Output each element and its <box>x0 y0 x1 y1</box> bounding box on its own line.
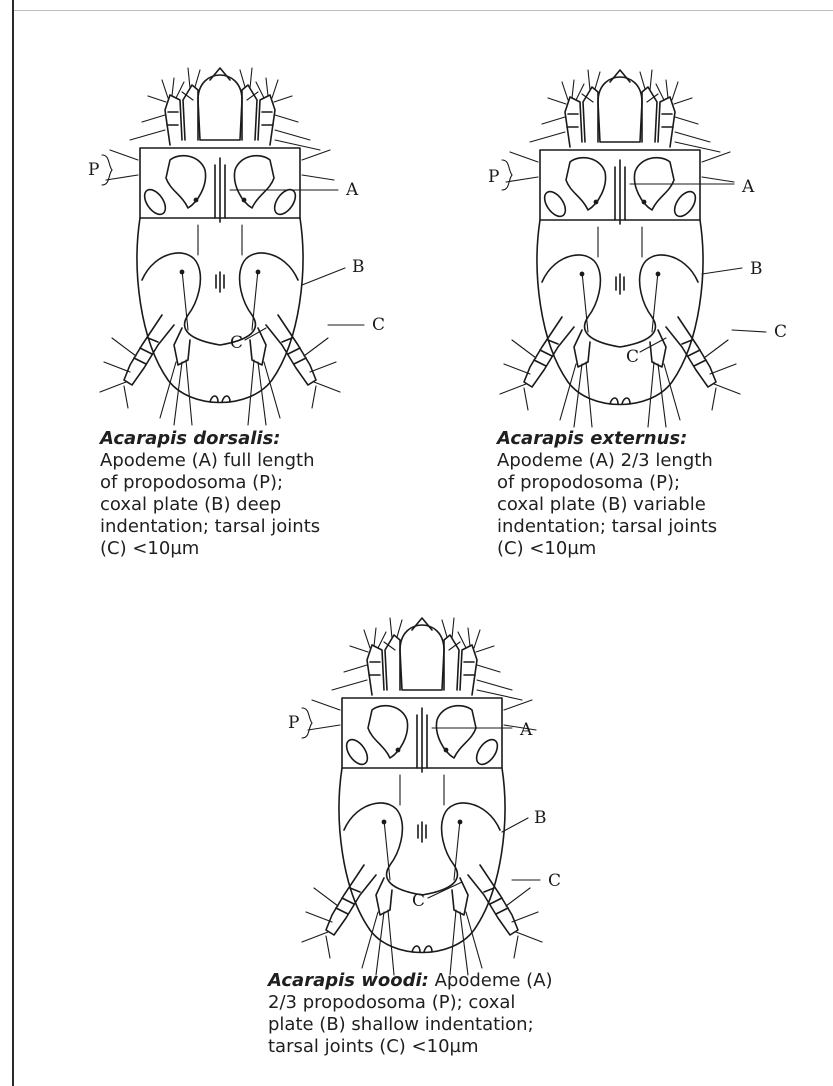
mite-diagram-externus: P A B C C <box>470 42 790 402</box>
mite-drawing: P A B C C <box>70 40 390 400</box>
callout-p-brace <box>502 160 512 190</box>
caption-line: indentation; tarsal joints <box>100 516 320 538</box>
callout-b-label: B <box>352 257 365 277</box>
callout-c-label: C <box>548 871 561 891</box>
callout-c-leader <box>732 330 766 332</box>
callout-c-label: C <box>774 322 787 342</box>
callout-p-label: P <box>88 160 99 180</box>
caption-dorsalis: Acarapis dorsalis: Apodeme (A) full leng… <box>100 428 320 560</box>
caption-first-line: Acarapis woodi: Apodeme (A) <box>268 970 553 992</box>
caption-line: 2/3 propodosoma (P); coxal <box>268 992 553 1014</box>
caption-line: of propodosoma (P); <box>497 472 717 494</box>
callout-p-label: P <box>288 713 299 733</box>
callout-c-inner-label: C <box>230 333 243 353</box>
callout-c-inner-label: C <box>412 891 425 911</box>
callout-b-leader <box>502 818 528 832</box>
callout-b-leader <box>702 268 742 274</box>
page-left-edge <box>12 0 14 1086</box>
species-name: Acarapis externus: <box>497 428 717 450</box>
caption-externus: Acarapis externus: Apodeme (A) 2/3 lengt… <box>497 428 717 560</box>
caption-woodi: Acarapis woodi: Apodeme (A) 2/3 propodos… <box>268 970 553 1058</box>
caption-line: tarsal joints (C) <10µm <box>268 1036 553 1058</box>
callout-b-leader <box>302 268 345 285</box>
caption-line: (C) <10µm <box>497 538 717 560</box>
caption-line: Apodeme (A) 2/3 length <box>497 450 717 472</box>
mite-body <box>500 70 740 427</box>
callout-p-brace <box>102 155 112 185</box>
page-top-edge <box>12 10 833 11</box>
caption-line: plate (B) shallow indentation; <box>268 1014 553 1036</box>
callout-b-label: B <box>534 808 547 828</box>
caption-line: (C) <10µm <box>100 538 320 560</box>
caption-line: Apodeme (A) <box>429 970 553 991</box>
callout-a-label: A <box>519 720 533 740</box>
callout-a-label: A <box>345 180 359 200</box>
mite-diagram-woodi: P A B C C <box>272 590 592 960</box>
mite-body <box>302 618 542 975</box>
species-name: Acarapis dorsalis: <box>100 428 320 450</box>
caption-line: indentation; tarsal joints <box>497 516 717 538</box>
callout-c-label: C <box>372 315 385 335</box>
callout-p-brace <box>302 708 312 738</box>
callout-c-inner-leader <box>428 882 462 898</box>
caption-line: coxal plate (B) deep <box>100 494 320 516</box>
callout-b-label: B <box>750 259 763 279</box>
mite-diagram-dorsalis: P A B C C <box>70 40 390 400</box>
mite-drawing: P A B C C <box>470 42 790 402</box>
callout-a-label: A <box>741 177 755 197</box>
caption-line: of propodosoma (P); <box>100 472 320 494</box>
species-name: Acarapis woodi: <box>268 970 429 991</box>
mite-drawing: P A B C C <box>272 590 592 960</box>
mite-body <box>100 68 340 425</box>
caption-line: coxal plate (B) variable <box>497 494 717 516</box>
callout-c-inner-label: C <box>626 347 639 367</box>
caption-line: Apodeme (A) full length <box>100 450 320 472</box>
callout-p-label: P <box>488 167 499 187</box>
